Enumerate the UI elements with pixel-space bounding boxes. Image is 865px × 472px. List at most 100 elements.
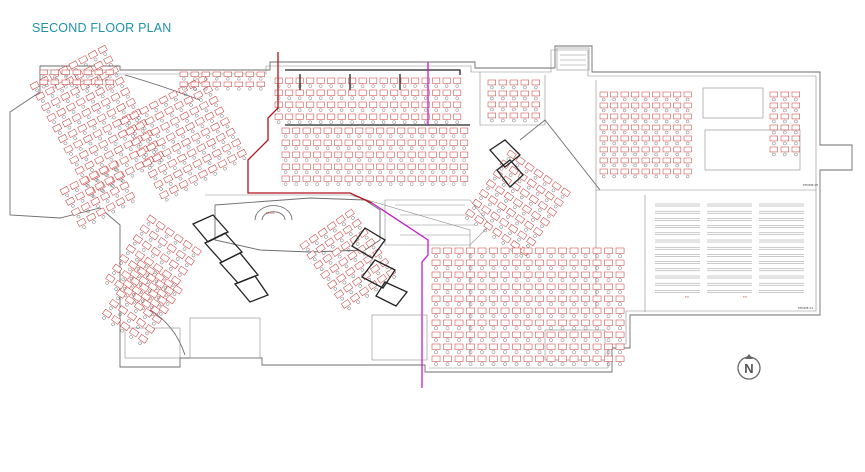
chair [215, 77, 219, 81]
chair [122, 286, 127, 291]
chair [503, 278, 507, 282]
chair [583, 302, 588, 306]
desk [523, 343, 533, 350]
chair [62, 115, 66, 119]
desk [91, 102, 102, 112]
desk [125, 126, 136, 136]
desk [165, 294, 176, 305]
desk [102, 308, 113, 319]
chair [572, 266, 576, 270]
seat-row [759, 275, 804, 279]
desk [163, 174, 174, 184]
chair [368, 170, 372, 174]
seat-row [655, 268, 700, 272]
desk [211, 148, 222, 158]
chair [510, 189, 515, 193]
desk [421, 77, 430, 84]
chair [60, 88, 65, 93]
chair [583, 362, 588, 366]
chair [490, 85, 494, 90]
desk [82, 134, 93, 144]
desk [673, 91, 682, 98]
chair [336, 170, 340, 174]
chair [226, 77, 230, 81]
desk [506, 207, 517, 218]
desk [292, 163, 301, 170]
desk [535, 259, 544, 266]
desk [119, 116, 130, 126]
desk [474, 214, 485, 225]
seat-row [655, 290, 700, 293]
chair [553, 204, 558, 209]
desk [129, 110, 140, 120]
desk [105, 79, 114, 85]
desk [308, 233, 319, 244]
chair [526, 338, 530, 342]
chair [501, 241, 505, 245]
desk [390, 101, 399, 108]
desk [306, 250, 317, 260]
desk [453, 77, 462, 84]
desk [581, 283, 590, 290]
desk [465, 208, 476, 219]
desk [95, 207, 106, 217]
chair [116, 296, 120, 301]
chair [364, 235, 369, 240]
chair [675, 108, 679, 113]
seat-row [759, 268, 804, 272]
chair [202, 150, 206, 155]
chair [178, 176, 183, 181]
chair [105, 199, 110, 203]
chair [389, 158, 393, 162]
chair [97, 75, 101, 79]
chair [191, 253, 196, 258]
chair [223, 166, 227, 171]
desk [512, 331, 521, 338]
chair [308, 108, 312, 112]
chair [171, 139, 176, 144]
chair [358, 284, 363, 288]
seat-row [707, 290, 752, 293]
chair [71, 204, 75, 208]
chair [462, 170, 466, 174]
chair [572, 314, 576, 318]
desk [604, 319, 613, 326]
chair [305, 146, 309, 150]
desk [386, 163, 395, 170]
chair [371, 120, 375, 124]
chair [686, 97, 690, 102]
chair [259, 87, 263, 91]
auditorium-seating [655, 203, 804, 293]
desk [558, 295, 567, 302]
chair [602, 130, 606, 135]
chair [146, 139, 150, 144]
desk [167, 158, 178, 168]
chair [515, 163, 520, 167]
chair [277, 120, 281, 124]
chair [623, 119, 627, 124]
chair [236, 145, 241, 150]
chair [87, 115, 91, 120]
desk [139, 224, 150, 235]
desk [338, 257, 349, 267]
chair [606, 338, 611, 342]
chair [468, 338, 473, 342]
chair [431, 182, 435, 186]
chair [294, 182, 298, 186]
chair [434, 254, 438, 258]
desk [140, 291, 151, 302]
desk [652, 91, 661, 98]
chair [595, 314, 599, 318]
desk [86, 212, 97, 222]
desk [489, 247, 498, 254]
desk [581, 319, 590, 326]
chair [686, 174, 690, 179]
chair [194, 182, 198, 186]
chair [169, 113, 174, 118]
chair [90, 193, 95, 198]
chair [389, 170, 393, 174]
desk [604, 283, 613, 290]
desk [223, 81, 232, 87]
desk [146, 214, 157, 225]
desk [512, 247, 521, 254]
